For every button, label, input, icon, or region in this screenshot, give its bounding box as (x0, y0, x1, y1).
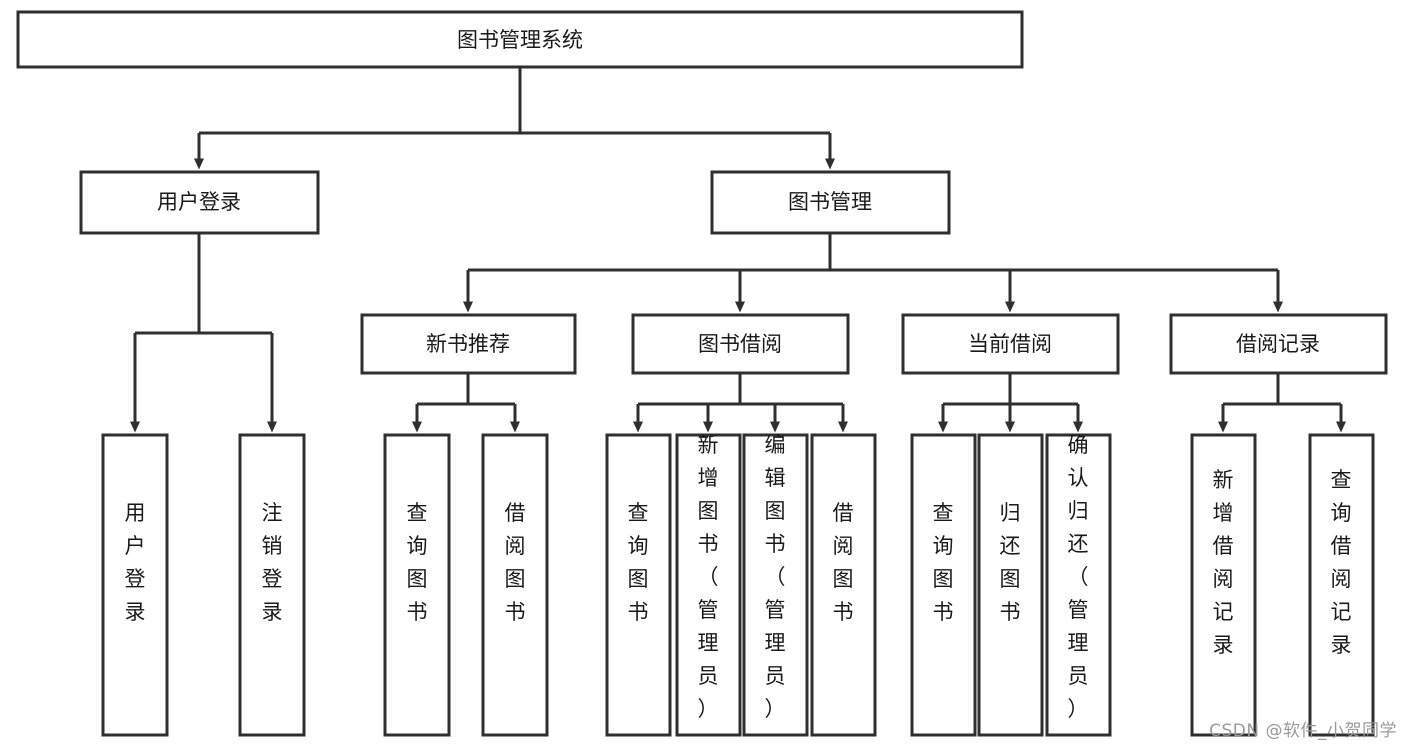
leaf-book-borrow-3-box[interactable] (742, 433, 809, 737)
node-borrow-record[interactable]: 借阅记录 (1169, 313, 1388, 375)
node-book-manage-label: 图书管理 (788, 190, 872, 214)
node-new-book-label: 新书推荐 (426, 332, 510, 356)
leaf-borrow-record-2[interactable]: 查询借阅记录 (1308, 433, 1375, 737)
leaf-user-login-2-box[interactable] (238, 433, 306, 737)
node-book-borrow-label: 图书借阅 (698, 332, 782, 356)
leaf-user-login-1-label: 用户登录 (125, 501, 146, 624)
leaf-borrow-record-2-box[interactable] (1308, 433, 1375, 737)
leaf-new-book-2[interactable]: 借阅图书 (481, 433, 549, 737)
leaf-user-login-1[interactable]: 用户登录 (101, 433, 169, 737)
leaf-current-borrow-3-label: 确认归还（管理员） (1068, 433, 1089, 721)
leaf-book-borrow-1-label: 查询图书 (628, 501, 649, 624)
node-book-manage[interactable]: 图书管理 (710, 170, 951, 235)
leaf-new-book-1-label: 查询图书 (407, 501, 428, 624)
leaf-current-borrow-2-label: 归还图书 (1000, 501, 1021, 624)
node-root-box[interactable] (16, 10, 1024, 69)
leaf-book-borrow-2[interactable]: 新增图书（管理员） (675, 433, 742, 737)
leaf-current-borrow-3-box[interactable] (1045, 433, 1112, 737)
leaf-current-borrow-2[interactable]: 归还图书 (977, 433, 1044, 737)
leaf-borrow-record-2-label: 查询借阅记录 (1331, 468, 1352, 657)
node-book-borrow[interactable]: 图书借阅 (631, 313, 850, 375)
leaf-book-borrow-1[interactable]: 查询图书 (605, 433, 672, 737)
node-user-login[interactable]: 用户登录 (79, 170, 320, 235)
leaf-book-borrow-3-label: 编辑图书（管理员） (765, 433, 786, 721)
connector-layer (130, 67, 1346, 433)
node-new-book[interactable]: 新书推荐 (360, 313, 577, 375)
leaf-book-borrow-1-box[interactable] (605, 433, 672, 737)
leaf-current-borrow-3[interactable]: 确认归还（管理员） (1045, 433, 1112, 737)
node-book-borrow-box[interactable] (631, 313, 850, 375)
leaf-borrow-record-1-box[interactable] (1190, 433, 1257, 737)
leaf-current-borrow-1[interactable]: 查询图书 (910, 433, 977, 737)
leaf-current-borrow-2-box[interactable] (977, 433, 1044, 737)
leaf-book-borrow-4-box[interactable] (810, 433, 877, 737)
leaf-book-borrow-3[interactable]: 编辑图书（管理员） (742, 433, 809, 737)
node-book-manage-box[interactable] (710, 170, 951, 235)
leaf-user-login-2[interactable]: 注销登录 (238, 433, 306, 737)
leaf-current-borrow-1-label: 查询图书 (933, 501, 954, 624)
leaf-book-borrow-2-label: 新增图书（管理员） (698, 433, 719, 721)
node-current-borrow[interactable]: 当前借阅 (901, 313, 1120, 375)
leaf-new-book-1[interactable]: 查询图书 (383, 433, 451, 737)
node-borrow-record-label: 借阅记录 (1236, 332, 1320, 356)
node-user-login-box[interactable] (79, 170, 320, 235)
leaf-book-borrow-4[interactable]: 借阅图书 (810, 433, 877, 737)
leaf-new-book-1-box[interactable] (383, 433, 451, 737)
node-borrow-record-box[interactable] (1169, 313, 1388, 375)
leaf-borrow-record-1-label: 新增借阅记录 (1213, 468, 1234, 657)
leaf-user-login-2-label: 注销登录 (262, 501, 283, 624)
leaf-borrow-record-1[interactable]: 新增借阅记录 (1190, 433, 1257, 737)
node-user-login-label: 用户登录 (157, 190, 241, 214)
node-new-book-box[interactable] (360, 313, 577, 375)
leaf-user-login-1-box[interactable] (101, 433, 169, 737)
leaf-current-borrow-1-box[interactable] (910, 433, 977, 737)
node-root[interactable]: 图书管理系统 (16, 10, 1024, 69)
node-current-borrow-label: 当前借阅 (968, 332, 1052, 356)
leaf-new-book-2-label: 借阅图书 (505, 501, 526, 624)
node-current-borrow-box[interactable] (901, 313, 1120, 375)
leaf-new-book-2-box[interactable] (481, 433, 549, 737)
node-root-label: 图书管理系统 (457, 28, 583, 52)
leaf-book-borrow-4-label: 借阅图书 (833, 501, 854, 624)
leaf-book-borrow-2-box[interactable] (675, 433, 742, 737)
